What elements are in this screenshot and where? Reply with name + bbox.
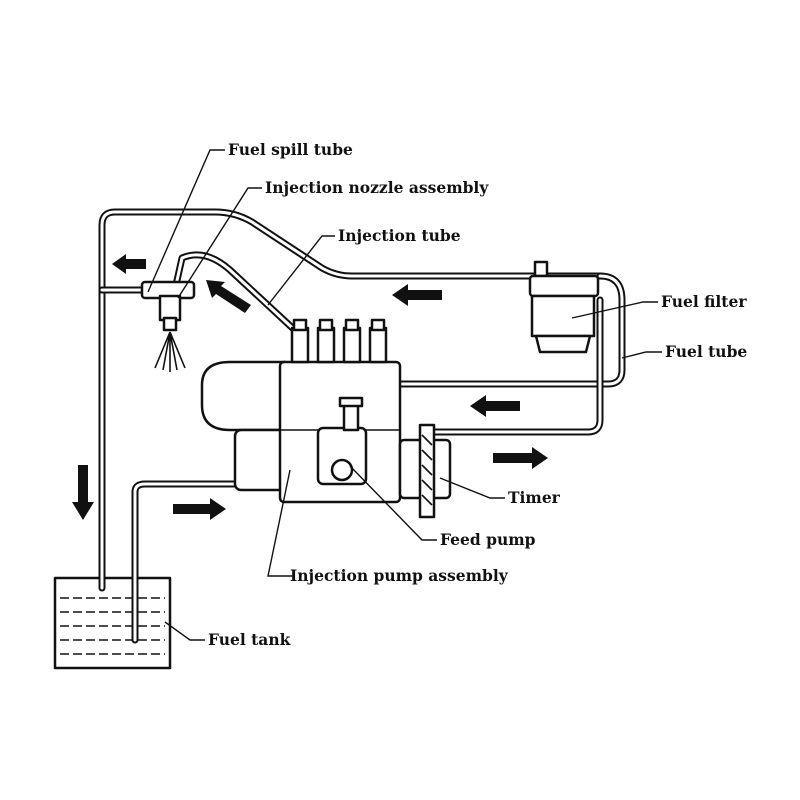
injection-pump-assembly	[200, 318, 452, 519]
fuel-filter	[528, 260, 600, 354]
label-timer: Timer	[508, 488, 561, 507]
suction-tube	[131, 480, 334, 644]
arrow-right-timer	[493, 447, 548, 469]
label-injection-nozzle-assembly: Injection nozzle assembly	[265, 178, 489, 197]
injection-nozzle-assembly	[140, 280, 196, 372]
label-injection-pump-assembly: Injection pump assembly	[290, 566, 509, 585]
label-fuel-filter: Fuel filter	[661, 292, 747, 311]
label-fuel-tank: Fuel tank	[208, 630, 291, 649]
arrow-left-fuel-tube	[470, 395, 520, 417]
label-fuel-tube: Fuel tube	[665, 342, 747, 361]
flow-arrows	[72, 254, 548, 520]
fuel-tube	[391, 272, 626, 436]
label-feed-pump: Feed pump	[440, 530, 536, 549]
arrow-left-spill	[112, 254, 146, 274]
arrow-down-tank	[72, 465, 94, 520]
arrow-diagonal-injection	[206, 280, 251, 313]
fuel-tank	[53, 576, 172, 670]
arrow-left-return	[392, 284, 442, 306]
label-injection-tube: Injection tube	[338, 226, 461, 245]
leader-lines	[147, 149, 662, 641]
fuel-spill-tube	[98, 208, 604, 592]
timer	[398, 423, 452, 519]
arrow-right-suction	[173, 498, 226, 520]
label-fuel-spill-tube: Fuel spill tube	[228, 140, 353, 159]
